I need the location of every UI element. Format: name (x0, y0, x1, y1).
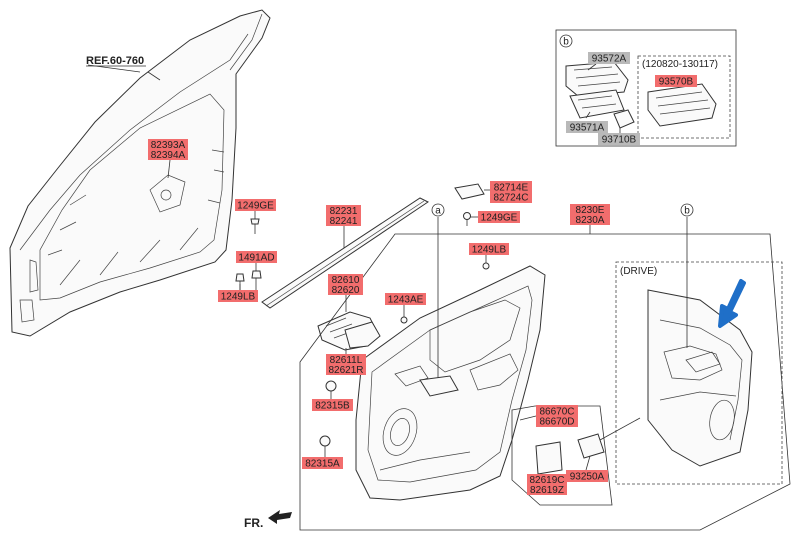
door-trim-panel-drawing (355, 265, 546, 501)
inset-b-marker: b (563, 37, 569, 48)
front-direction-arrow-icon (268, 510, 292, 524)
callout-b: b (684, 206, 690, 217)
label-82611l[interactable]: 82611L (330, 355, 363, 366)
inner-handle-drawing (317, 311, 381, 351)
drive-inset (615, 261, 783, 485)
trim-assembly-box (299, 233, 791, 531)
label-93572a[interactable]: 93572A (592, 54, 627, 65)
part-labels: 82393A 82394A 1249GE 82231 82241 1491AD … (148, 139, 610, 496)
label-1249lb-left[interactable]: 1249LB (221, 292, 256, 303)
switch-pad-drawing (535, 441, 563, 475)
reference-label[interactable]: REF.60-760 (86, 55, 144, 67)
label-82724c[interactable]: 82724C (493, 193, 528, 204)
label-82315a[interactable]: 82315A (305, 459, 340, 470)
label-82315b[interactable]: 82315B (315, 401, 350, 412)
door-frame-drawing (9, 9, 271, 337)
label-86670d[interactable]: 86670D (539, 417, 574, 428)
label-1249ge-middle[interactable]: 1249GE (481, 213, 518, 224)
label-93710b[interactable]: 93710B (602, 135, 637, 146)
label-93571a[interactable]: 93571A (570, 123, 605, 134)
label-8230a[interactable]: 8230A (576, 215, 605, 226)
switch-93250a-drawing (577, 433, 605, 459)
label-1249lb-middle[interactable]: 1249LB (472, 245, 507, 256)
label-1491ad[interactable]: 1491AD (238, 253, 274, 264)
label-82241[interactable]: 82241 (330, 216, 358, 227)
label-82619c[interactable]: 82619C (529, 475, 564, 486)
label-82714e[interactable]: 82714E (494, 183, 529, 194)
label-86670c[interactable]: 86670C (539, 407, 574, 418)
callout-a: a (435, 206, 441, 217)
label-1249ge-left[interactable]: 1249GE (237, 201, 274, 212)
inset-b-labels: 93572A 93571A 93710B 93570B (566, 52, 697, 146)
label-82620[interactable]: 82620 (332, 285, 360, 296)
label-82621r[interactable]: 82621R (328, 365, 363, 376)
label-93250a[interactable]: 93250A (570, 472, 605, 483)
label-93570b[interactable]: 93570B (659, 77, 694, 88)
front-direction-label: FR. (244, 516, 263, 530)
pad-82714e-drawing (454, 183, 485, 200)
inset-b-date-range: (120820-130117) (642, 59, 718, 70)
label-82394a[interactable]: 82394A (151, 150, 186, 161)
belt-weatherstrip-drawing (261, 197, 429, 309)
label-1243ae[interactable]: 1243AE (388, 295, 424, 306)
label-82393a[interactable]: 82393A (151, 140, 186, 151)
switch-inset-box (511, 405, 613, 506)
label-8230e[interactable]: 8230E (576, 205, 605, 216)
label-82610[interactable]: 82610 (332, 275, 360, 286)
drive-inset-title: (DRIVE) (620, 266, 657, 277)
drive-arrow-icon (718, 279, 746, 328)
label-82231[interactable]: 82231 (330, 206, 358, 217)
label-82619z[interactable]: 82619Z (530, 485, 564, 496)
